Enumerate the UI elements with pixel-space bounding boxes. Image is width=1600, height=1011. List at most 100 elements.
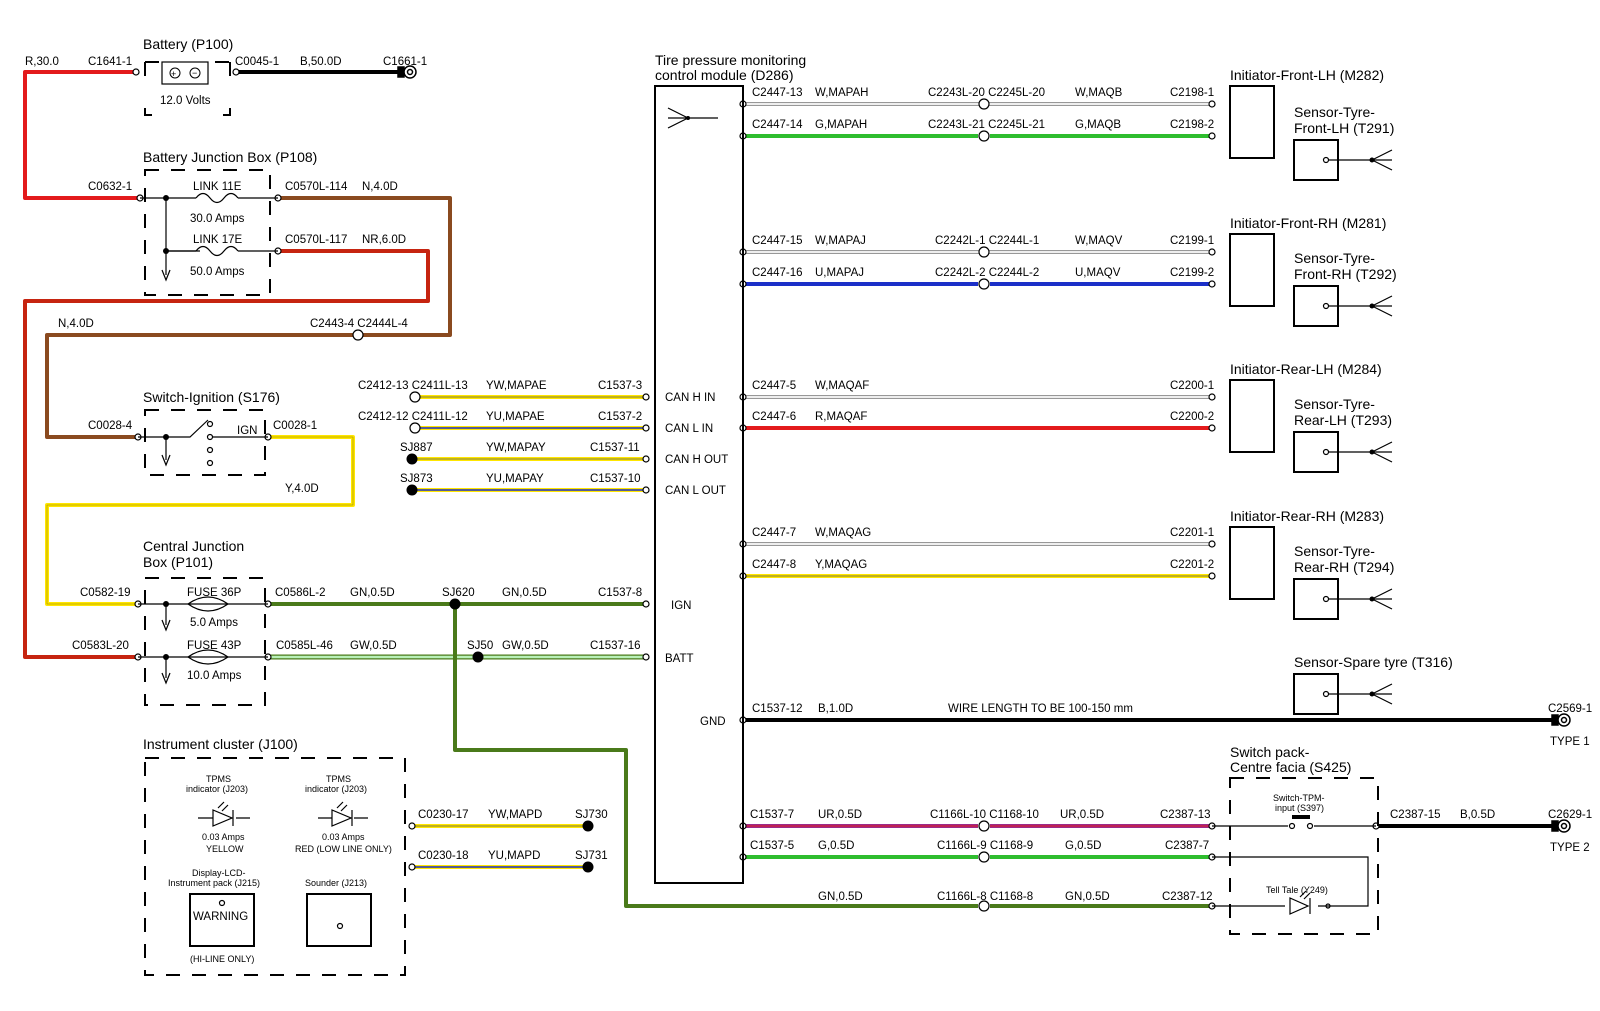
init-3-w2-wire: Y,MAQAG xyxy=(815,559,867,571)
ind2-a: TPMS xyxy=(326,774,351,784)
initiator-front-lh: Initiator-Front-LH (M282) Sensor-Tyre- F… xyxy=(752,67,1394,181)
cluster-w2-conn: C0230-18 xyxy=(418,850,469,862)
link-17e-amps: 50.0 Amps xyxy=(190,266,245,278)
fuse-43p-amps: 10.0 Amps xyxy=(187,670,242,682)
ind1-a: TPMS xyxy=(206,774,231,784)
pin-batt: BATT xyxy=(665,653,694,665)
init-2-sensor-1: Sensor-Tyre- xyxy=(1294,396,1375,412)
gnd-note: WIRE LENGTH TO BE 100-150 mm xyxy=(948,703,1133,715)
can-2-conn: C1537-11 xyxy=(590,442,640,454)
can-0-wire: YW,MAPAE xyxy=(486,380,547,392)
cluster-title: Instrument cluster (J100) xyxy=(143,736,298,752)
brown-inline-conn: C2443-4 C2444L-4 xyxy=(310,318,408,330)
spare-title: Sensor-Spare tyre (T316) xyxy=(1294,654,1453,670)
init-1-w2-wire: U,MAPAJ xyxy=(815,267,864,279)
r2-mid: C1166L-9 C1168-9 xyxy=(937,840,1033,852)
switch-pack-s425: Switch pack- Centre facia (S425) Switch-… xyxy=(750,744,1592,935)
init-0-sensor-1: Sensor-Tyre- xyxy=(1294,104,1375,120)
wire-red-nr6 xyxy=(23,249,430,659)
r1-wire2: UR,0.5D xyxy=(1060,809,1104,821)
r1-wire: UR,0.5D xyxy=(818,809,862,821)
splice-dots xyxy=(406,453,594,873)
init-3-w1-end: C2201-1 xyxy=(1170,527,1214,539)
init-3-title: Initiator-Rear-RH (M283) xyxy=(1230,508,1384,524)
fuse-43p-conn-out: C0585L-46 xyxy=(276,640,333,652)
lcd-note: (HI-LINE ONLY) xyxy=(190,954,254,964)
ign-conn: C1537-8 xyxy=(598,587,642,599)
sj50-label: SJ50 xyxy=(467,640,493,652)
init-2-w1-wire: W,MAQAF xyxy=(815,380,869,392)
link-11e-name: LINK 11E xyxy=(193,181,242,193)
cluster-w1-end: SJ730 xyxy=(575,809,608,821)
link-11e-conn: C0570L-114 xyxy=(285,181,348,193)
init-0-w2-conn: C2447-14 xyxy=(752,119,803,131)
fuse-43p-conn-in: C0583L-20 xyxy=(72,640,129,652)
pin-can-l-out: CAN L OUT xyxy=(665,485,726,497)
initiator-rear-lh: Initiator-Rear-LH (M284) Sensor-Tyre- Re… xyxy=(752,361,1393,473)
r2-conn: C1537-5 xyxy=(750,840,794,852)
link-17e-name: LINK 17E xyxy=(193,234,243,246)
svg-text:−: − xyxy=(192,68,197,78)
wires xyxy=(23,70,1552,908)
gnd-conn: C1537-12 xyxy=(752,703,803,715)
r1-mid: C1166L-10 C1168-10 xyxy=(930,809,1039,821)
cluster-w1-wire: YW,MAPD xyxy=(488,809,542,821)
gnd-labels: C1537-12 B,1.0D WIRE LENGTH TO BE 100-15… xyxy=(752,703,1592,748)
init-1-w1-conn: C2447-15 xyxy=(752,235,803,247)
ignition-conn-out: C0028-1 xyxy=(273,420,317,432)
init-1-w2-mid: C2242L-2 C2244L-2 xyxy=(935,267,1039,279)
can-1-left: C2412-12 C2411L-12 xyxy=(358,411,468,423)
switch-gnd-conn: C2629-1 xyxy=(1548,809,1592,821)
init-1-title: Initiator-Front-RH (M281) xyxy=(1230,215,1386,231)
init-2-w2-wire: R,MAQAF xyxy=(815,411,867,423)
fuse-36p-wire: GN,0.5D xyxy=(350,587,395,599)
pin-can-l-in: CAN L IN xyxy=(665,423,713,435)
can-0-conn: C1537-3 xyxy=(598,380,642,392)
fuse-36p-conn-in: C0582-19 xyxy=(80,587,131,599)
can-2-wire: YW,MAPAY xyxy=(486,442,546,454)
can-1-wire: YU,MAPAE xyxy=(486,411,545,423)
switch-label-1: Switch-TPM- xyxy=(1273,793,1325,803)
wire-brown-n4 xyxy=(45,196,452,439)
battery-conn-out: C0045-1 xyxy=(235,56,279,68)
battery-p100: + − Battery (P100) 12.0 Volts R,30.0 C16… xyxy=(25,36,427,116)
init-1-w2-end: C2199-2 xyxy=(1170,267,1214,279)
init-1-w2-conn: C2447-16 xyxy=(752,267,803,279)
sj50-wire: GW,0.5D xyxy=(502,640,549,652)
ind2-color: RED (LOW LINE ONLY) xyxy=(295,844,392,854)
init-3-w2-conn: C2447-8 xyxy=(752,559,796,571)
battery-ground-conn: C1661-1 xyxy=(383,56,427,68)
pin-gnd: GND xyxy=(700,716,726,728)
init-1-sensor-2: Front-RH (T292) xyxy=(1294,266,1397,282)
init-1-w1-end: C2199-1 xyxy=(1170,235,1214,247)
pin-ign: IGN xyxy=(671,600,691,612)
init-2-title: Initiator-Rear-LH (M284) xyxy=(1230,361,1382,377)
tpms-title-2: control module (D286) xyxy=(655,67,794,83)
switch-out-conn: C2387-15 xyxy=(1390,809,1441,821)
can-1-conn: C1537-2 xyxy=(598,411,642,423)
init-1-w2-wire2: U,MAQV xyxy=(1075,267,1121,279)
led-icon xyxy=(318,801,368,827)
central-junction-box-p101: Central Junction Box (P101) C0582-19 FUS… xyxy=(72,538,397,706)
r2-end: C2387-7 xyxy=(1165,840,1209,852)
fuse-36p-conn-out: C0586L-2 xyxy=(275,587,326,599)
tpms-title-1: Tire pressure monitoring xyxy=(655,52,806,68)
gnd-end-conn: C2569-1 xyxy=(1548,703,1592,715)
pin-can-h-out: CAN H OUT xyxy=(665,454,728,466)
init-1-sensor-1: Sensor-Tyre- xyxy=(1294,250,1375,266)
fuse-43p-name: FUSE 43P xyxy=(187,640,242,652)
init-0-w2-mid: C2243L-21 C2245L-21 xyxy=(928,119,1045,131)
battery-conn-in: C1641-1 xyxy=(88,56,132,68)
init-3-sensor-1: Sensor-Tyre- xyxy=(1294,543,1375,559)
ignition-conn-in: C0028-4 xyxy=(88,420,133,432)
battery-title: Battery (P100) xyxy=(143,36,233,52)
init-0-w2-end: C2198-2 xyxy=(1170,119,1214,131)
can-3-conn: C1537-10 xyxy=(590,473,641,485)
wire-battery-feed-red xyxy=(23,70,140,200)
r2-wire: G,0.5D xyxy=(818,840,854,852)
can-2-left: SJ887 xyxy=(400,442,433,454)
svg-text:+: + xyxy=(171,69,176,79)
led-icon xyxy=(198,801,250,827)
cjb-title-1: Central Junction xyxy=(143,538,244,554)
link-17e-conn: C0570L-117 xyxy=(285,234,347,246)
